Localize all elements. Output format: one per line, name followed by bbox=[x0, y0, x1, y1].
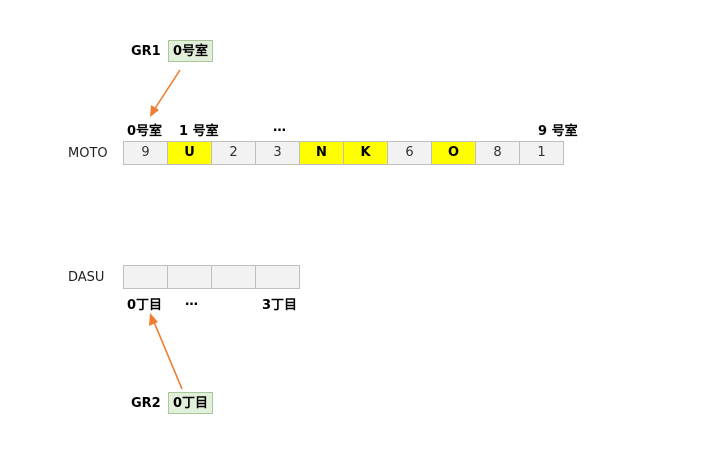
gr1-arrow bbox=[153, 69, 181, 111]
dasu-cell bbox=[255, 265, 300, 289]
gr1-label: GR1 bbox=[131, 44, 161, 59]
gr1-arrowhead bbox=[150, 105, 159, 117]
moto-header-dots: … bbox=[273, 120, 286, 135]
moto-cell: 6 bbox=[387, 141, 432, 165]
moto-cell: 8 bbox=[475, 141, 520, 165]
dasu-cell bbox=[211, 265, 256, 289]
dasu-footer-last: 3丁目 bbox=[262, 298, 298, 313]
moto-header-first: 0号室 bbox=[127, 124, 163, 139]
moto-cell: 1 bbox=[519, 141, 564, 165]
moto-cell: 2 bbox=[211, 141, 256, 165]
moto-cell: O bbox=[431, 141, 476, 165]
moto-header-second: 1 号室 bbox=[179, 124, 219, 139]
moto-cell: K bbox=[343, 141, 388, 165]
gr2-value-box: 0丁目 bbox=[168, 392, 214, 414]
moto-header-last: 9 号室 bbox=[538, 124, 578, 139]
dasu-footer-dots: … bbox=[185, 294, 198, 309]
dasu-footer-first: 0丁目 bbox=[127, 298, 163, 313]
moto-cell: 3 bbox=[255, 141, 300, 165]
gr2-arrowhead bbox=[149, 313, 158, 326]
dasu-row-label: DASU bbox=[68, 270, 105, 285]
gr2-label: GR2 bbox=[131, 396, 161, 411]
moto-row-label: MOTO bbox=[68, 146, 108, 161]
dasu-cell bbox=[123, 265, 168, 289]
dasu-cell bbox=[167, 265, 212, 289]
moto-array: 9 U 2 3 N K 6 O 8 1 bbox=[123, 141, 564, 165]
moto-cell: N bbox=[299, 141, 344, 165]
dasu-array bbox=[123, 265, 300, 289]
gr2-arrow bbox=[153, 321, 183, 390]
gr1-value-box: 0号室 bbox=[168, 40, 214, 62]
